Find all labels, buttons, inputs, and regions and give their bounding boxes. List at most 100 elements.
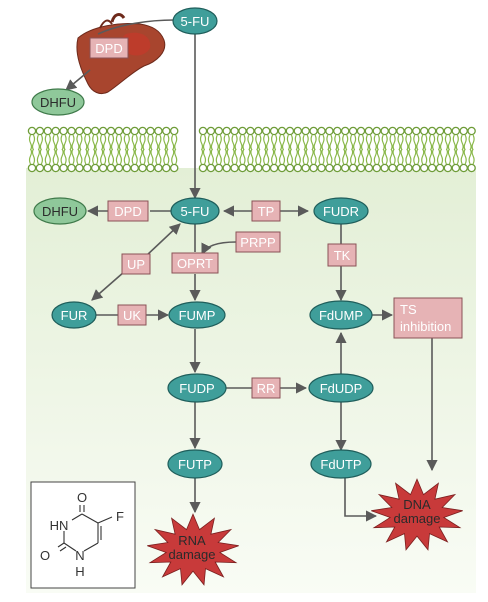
lipid-tail: [247, 134, 254, 151]
lipid-head: [451, 126, 461, 136]
lipid-tail: [444, 148, 451, 165]
lipid-tail: [302, 148, 309, 165]
node-label: FUDP: [179, 381, 214, 396]
lipid-tail: [60, 134, 67, 151]
atom-label: N: [75, 548, 84, 563]
node-5fu-inside: 5-FU: [170, 197, 220, 225]
lipid-head: [75, 163, 84, 173]
lipid-tail: [76, 134, 83, 151]
lipid-head: [443, 163, 453, 173]
lipid-tail: [139, 148, 146, 165]
lipid-head: [372, 163, 382, 173]
lipid-head: [214, 163, 224, 173]
lipid-tail: [36, 134, 43, 151]
enzyme-up: UP: [121, 253, 151, 275]
node-label: FdUTP: [320, 457, 361, 472]
node-fudr: FUDR: [313, 197, 369, 225]
lipid-head: [122, 126, 132, 136]
node-label: FUR: [61, 308, 88, 323]
lipid-head: [106, 126, 116, 136]
lipid-tail: [171, 134, 178, 151]
lipid-tail: [294, 148, 301, 165]
lipid-tail: [100, 148, 107, 165]
lipid-head: [138, 126, 147, 136]
lipid-tail: [286, 134, 293, 151]
lipid-head: [459, 163, 468, 173]
lipid-tail: [44, 148, 51, 165]
lipid-tail: [334, 134, 341, 151]
lipid-head: [388, 163, 397, 173]
node-fur: FUR: [51, 301, 97, 329]
lipid-tail: [163, 148, 170, 165]
lipid-tail: [405, 148, 412, 165]
enzyme-dpd: DPD: [107, 200, 149, 222]
lipid-tail: [115, 148, 122, 165]
lipid-head: [138, 163, 147, 173]
lipid-head: [427, 126, 437, 136]
lipid-head: [75, 126, 84, 136]
lipid-head: [254, 126, 263, 136]
lipid-tail: [405, 134, 412, 151]
lipid-tail: [460, 134, 467, 151]
lipid-head: [285, 126, 295, 136]
lipid-head: [162, 163, 171, 173]
lipid-tail: [444, 134, 451, 151]
node-label: FUTP: [178, 457, 212, 472]
lipid-tail: [397, 134, 404, 151]
lipid-tail: [373, 134, 380, 151]
enzyme-label: DPD: [114, 204, 141, 219]
lipid-head: [396, 126, 405, 136]
lipid-head: [356, 126, 366, 136]
lipid-head: [162, 126, 171, 136]
node-label: 5-FU: [181, 14, 210, 29]
node-dhfu-inside: DHFU: [33, 197, 87, 225]
lipid-tail: [223, 134, 230, 151]
lipid-head: [90, 163, 100, 173]
arrow-up-to-fur: [91, 271, 125, 301]
lipid-tail: [239, 148, 246, 165]
lipid-head: [309, 126, 318, 136]
lipid-tail: [318, 134, 325, 151]
lipid-head: [230, 163, 239, 173]
lipid-tail: [92, 134, 99, 151]
lipid-tail: [342, 134, 349, 151]
lipid-tail: [36, 148, 43, 165]
lipid-head: [467, 163, 476, 173]
lipid-head: [301, 163, 310, 173]
pathway-arrows: [65, 19, 438, 522]
lipid-tail: [468, 134, 475, 151]
lipid-head: [59, 126, 68, 136]
lipid-head: [246, 163, 255, 173]
dna-damage-label-line2: damage: [394, 511, 441, 526]
lipid-head: [412, 126, 421, 136]
lipid-tail: [278, 134, 286, 151]
lipid-head: [222, 163, 231, 173]
lipid-head: [246, 126, 255, 136]
lipid-head: [35, 126, 45, 136]
lipid-tail: [413, 148, 420, 165]
lipid-tail: [381, 134, 388, 151]
enzyme-uk: UK: [117, 304, 147, 326]
arrow-prpp-to-oprt: [201, 241, 237, 256]
lipid-head: [222, 126, 231, 136]
lipid-head: [169, 163, 179, 173]
lipid-head: [380, 163, 389, 173]
lipid-tail: [107, 134, 115, 151]
lipid-head: [35, 163, 45, 173]
lipid-tail: [247, 148, 254, 165]
lipid-tail: [255, 148, 262, 165]
lipid-head: [43, 163, 53, 173]
lipid-tail: [84, 148, 91, 165]
dna-damage-outcome: DNA damage: [371, 478, 463, 551]
lipid-tail: [92, 148, 99, 165]
enzyme-tk: TK: [327, 243, 357, 267]
lipid-head: [269, 163, 279, 173]
lipid-tail: [357, 134, 365, 151]
lipid-tail: [123, 134, 130, 151]
lipid-tail: [429, 134, 436, 151]
lipid-tail: [452, 148, 459, 165]
lipid-tail: [278, 148, 286, 165]
enzyme-label: RR: [257, 381, 276, 396]
lipid-tail: [147, 148, 154, 165]
